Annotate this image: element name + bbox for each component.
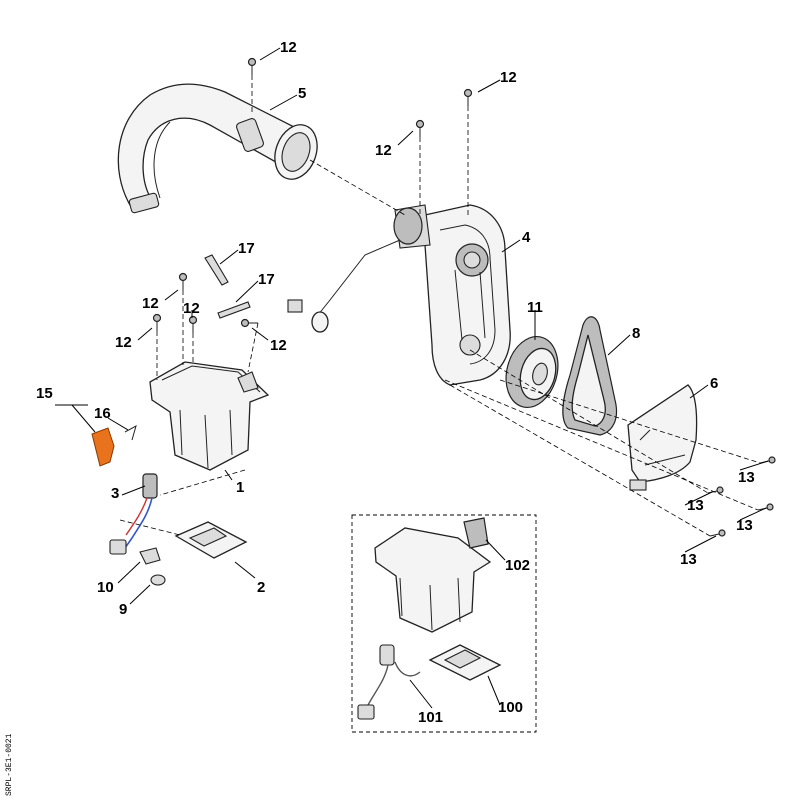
part-15-switch [91, 427, 115, 467]
part-1-filter-housing [149, 361, 270, 471]
service-kit-box [351, 514, 537, 733]
screw-12-g [240, 318, 258, 328]
part-6-belt-cover [627, 384, 698, 491]
part-11-pulley [505, 336, 559, 408]
callout-100: 100 [498, 699, 523, 716]
callout-17-b: 17 [258, 271, 275, 288]
screw-12-c [415, 119, 425, 137]
callout-15: 15 [36, 385, 53, 402]
callout-13-d: 13 [680, 551, 697, 568]
part-2-switch-block [174, 521, 248, 559]
screw-13-c [757, 503, 774, 511]
callout-17-a: 17 [238, 240, 255, 257]
callout-12-c: 12 [375, 142, 392, 159]
callout-1: 1 [236, 479, 244, 496]
callout-11: 11 [527, 299, 543, 316]
part-10-clip [139, 547, 161, 565]
callout-12-a: 12 [280, 39, 297, 56]
screw-12-d [178, 272, 188, 290]
part-9-knob [150, 574, 166, 586]
callout-4: 4 [522, 229, 531, 246]
callout-12-e: 12 [115, 334, 132, 351]
parts-17-clips [204, 254, 251, 319]
part-3-wiring-harness [109, 473, 158, 555]
callouts: 12 12 12 5 4 11 8 6 17 17 12 12 12 12 15… [36, 39, 755, 726]
part-100-switch-block [428, 644, 502, 681]
callout-9: 9 [119, 601, 127, 618]
part-102-cover [463, 517, 489, 549]
callout-3: 3 [111, 485, 119, 502]
screw-13-a [759, 456, 776, 464]
callout-8: 8 [632, 325, 640, 342]
callout-5: 5 [298, 85, 306, 102]
screw-12-a [247, 57, 257, 75]
callout-101: 101 [418, 709, 443, 726]
screws-12 [152, 57, 473, 333]
leader-lines [55, 47, 769, 709]
screw-12-b [463, 88, 473, 106]
part-4-motor-housing [393, 204, 511, 386]
part-5-blower-tube [117, 83, 318, 214]
callout-2: 2 [257, 579, 265, 596]
part-8-belt [562, 316, 618, 436]
part-101-harness [357, 644, 421, 720]
screw-12-e [152, 313, 162, 331]
callout-16: 16 [94, 405, 111, 422]
callout-13-c: 13 [736, 517, 753, 534]
screws-13 [707, 456, 776, 537]
drawing-code: SRPL-3E1-0021 [5, 733, 14, 796]
callout-13-a: 13 [738, 469, 755, 486]
callout-12-g: 12 [270, 337, 287, 354]
part-16-spring [124, 424, 137, 441]
drawing-code-text: SRPL-3E1-0021 [5, 733, 14, 796]
screw-13-d [709, 529, 726, 537]
kit-housing [374, 527, 492, 633]
callout-13-b: 13 [687, 497, 704, 514]
alignment-lines [119, 75, 761, 537]
sensor-lead [287, 239, 401, 333]
callout-12-b: 12 [500, 69, 517, 86]
callout-12-d: 12 [142, 295, 159, 312]
screw-12-f [188, 315, 198, 333]
callout-6: 6 [710, 375, 718, 392]
callout-12-f: 12 [183, 300, 200, 317]
callout-102: 102 [505, 557, 530, 574]
callout-10: 10 [97, 579, 114, 596]
